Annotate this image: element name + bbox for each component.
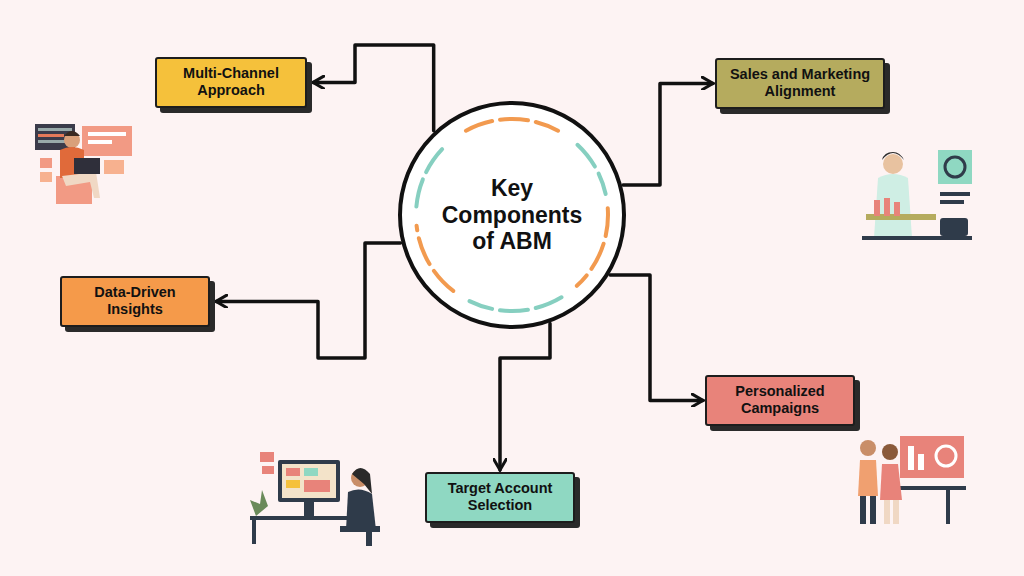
connector-arrow (610, 275, 703, 400)
component-label: Sales and Marketing Alignment (725, 66, 875, 101)
component-box: Target Account Selection (425, 472, 575, 523)
component-label: Data-Driven Insights (70, 284, 200, 319)
scientist-figure (862, 150, 972, 240)
connector-arrow (623, 83, 713, 185)
component-label: Personalized Campaigns (715, 383, 845, 418)
component-label: Multi-Channel Approach (165, 65, 297, 100)
component-box: Data-Driven Insights (60, 276, 210, 327)
laptop-worker-figure (35, 124, 132, 204)
meeting-figure (858, 436, 966, 524)
component-box: Multi-Channel Approach (155, 57, 307, 108)
center-circle: Key Components of ABM (397, 100, 627, 330)
connector-arrow (216, 243, 400, 358)
center-label: Key Components of ABM (437, 175, 587, 254)
connector-arrow (500, 324, 550, 470)
computer-worker-figure (250, 452, 380, 546)
component-box: Sales and Marketing Alignment (715, 58, 885, 109)
connector-arrow (313, 45, 434, 131)
component-label: Target Account Selection (435, 480, 565, 515)
component-box: Personalized Campaigns (705, 375, 855, 426)
